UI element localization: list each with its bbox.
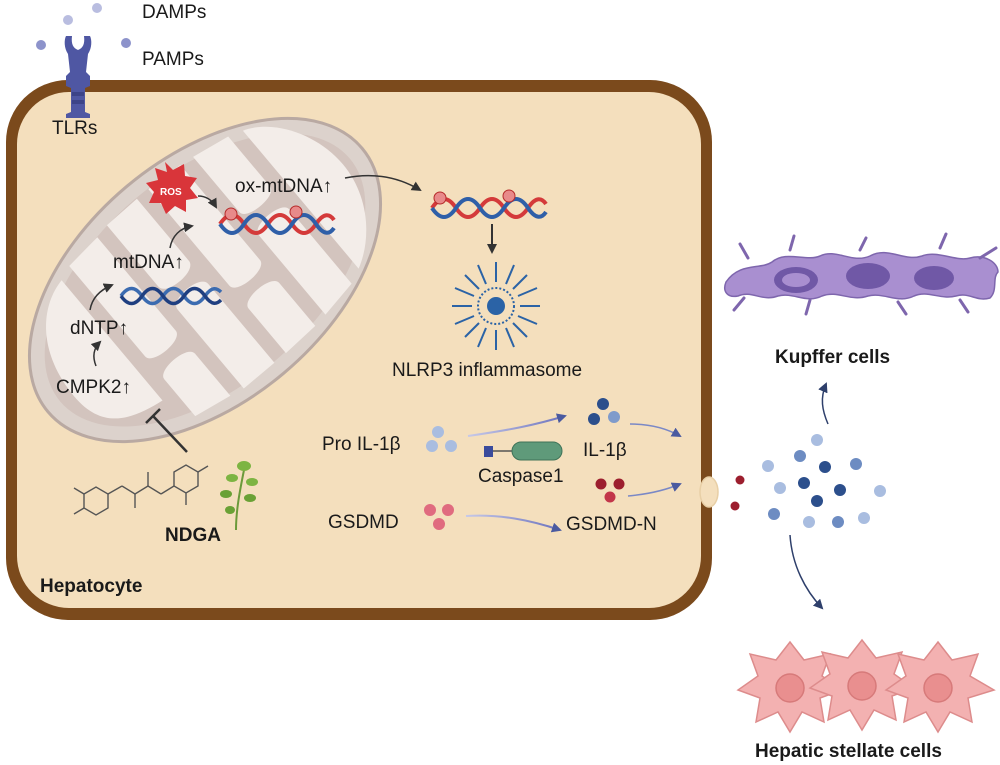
nlrp3-label: NLRP3 inflammasome xyxy=(392,360,582,381)
ros-label: ROS xyxy=(160,187,182,198)
pamps-label: PAMPs xyxy=(142,49,204,70)
damps-pamps-dots xyxy=(36,3,131,50)
mtdna-helix xyxy=(119,286,223,306)
pro-il1b-label: Pro IL-1β xyxy=(322,434,401,455)
kupffer-label: Kupffer cells xyxy=(775,347,890,368)
ndga-inhibition xyxy=(145,408,188,453)
stellate-label: Hepatic stellate cells xyxy=(755,741,942,762)
kupffer-cell-icon xyxy=(724,232,999,316)
ros-burst-icon: ROS xyxy=(146,162,198,214)
ndga-molecule-icon xyxy=(73,464,209,516)
il1b-dots xyxy=(588,398,620,425)
released-cytokines xyxy=(730,434,886,528)
mitochondrion xyxy=(27,116,383,444)
dntp-label: dNTP↑ xyxy=(70,318,128,339)
gsdmd-label: GSDMD xyxy=(328,512,399,533)
mtdna-label: mtDNA↑ xyxy=(113,252,184,273)
gsdmd-dots xyxy=(424,504,454,530)
ox-mtdna-helix xyxy=(218,205,336,235)
caspase1-icon xyxy=(484,441,563,461)
plant-sprout-icon xyxy=(220,461,258,531)
tlr-receptor-icon xyxy=(64,36,92,118)
ox-mtdna-label: ox-mtDNA↑ xyxy=(235,176,332,197)
pro-il1b-dots xyxy=(426,426,457,452)
ndga-label: NDGA xyxy=(165,525,221,546)
cmpk2-label: CMPK2↑ xyxy=(56,377,131,398)
caspase1-label: Caspase1 xyxy=(478,466,564,487)
gsdmd-n-dots xyxy=(595,478,625,503)
gsdmd-n-label: GSDMD-N xyxy=(566,514,657,535)
il1b-label: IL-1β xyxy=(583,440,627,461)
tlrs-label: TLRs xyxy=(52,118,97,139)
nlrp3-inflammasome-icon xyxy=(452,262,540,350)
damps-label: DAMPs xyxy=(142,2,206,23)
stellate-cell-icon xyxy=(736,638,996,734)
hepatocyte-label: Hepatocyte xyxy=(40,576,142,597)
membrane-pore xyxy=(699,476,719,508)
released-ox-mtdna-helix xyxy=(430,189,548,219)
